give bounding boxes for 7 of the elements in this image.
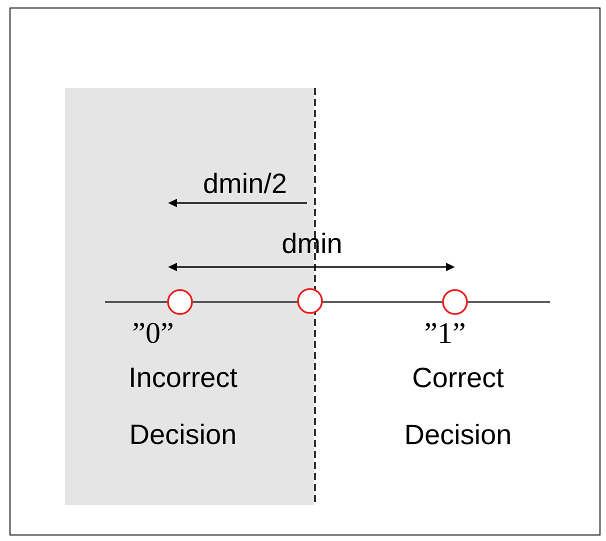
region-label: Incorrect Decision [131, 368, 238, 444]
dimension-label: dmin/2 [204, 172, 286, 194]
dimension-label: dmin [282, 232, 341, 254]
marker-circle [297, 288, 323, 314]
symbol-label: ”0” [133, 322, 172, 344]
region-label: Correct Decision [406, 368, 510, 444]
marker-circle [442, 289, 468, 315]
